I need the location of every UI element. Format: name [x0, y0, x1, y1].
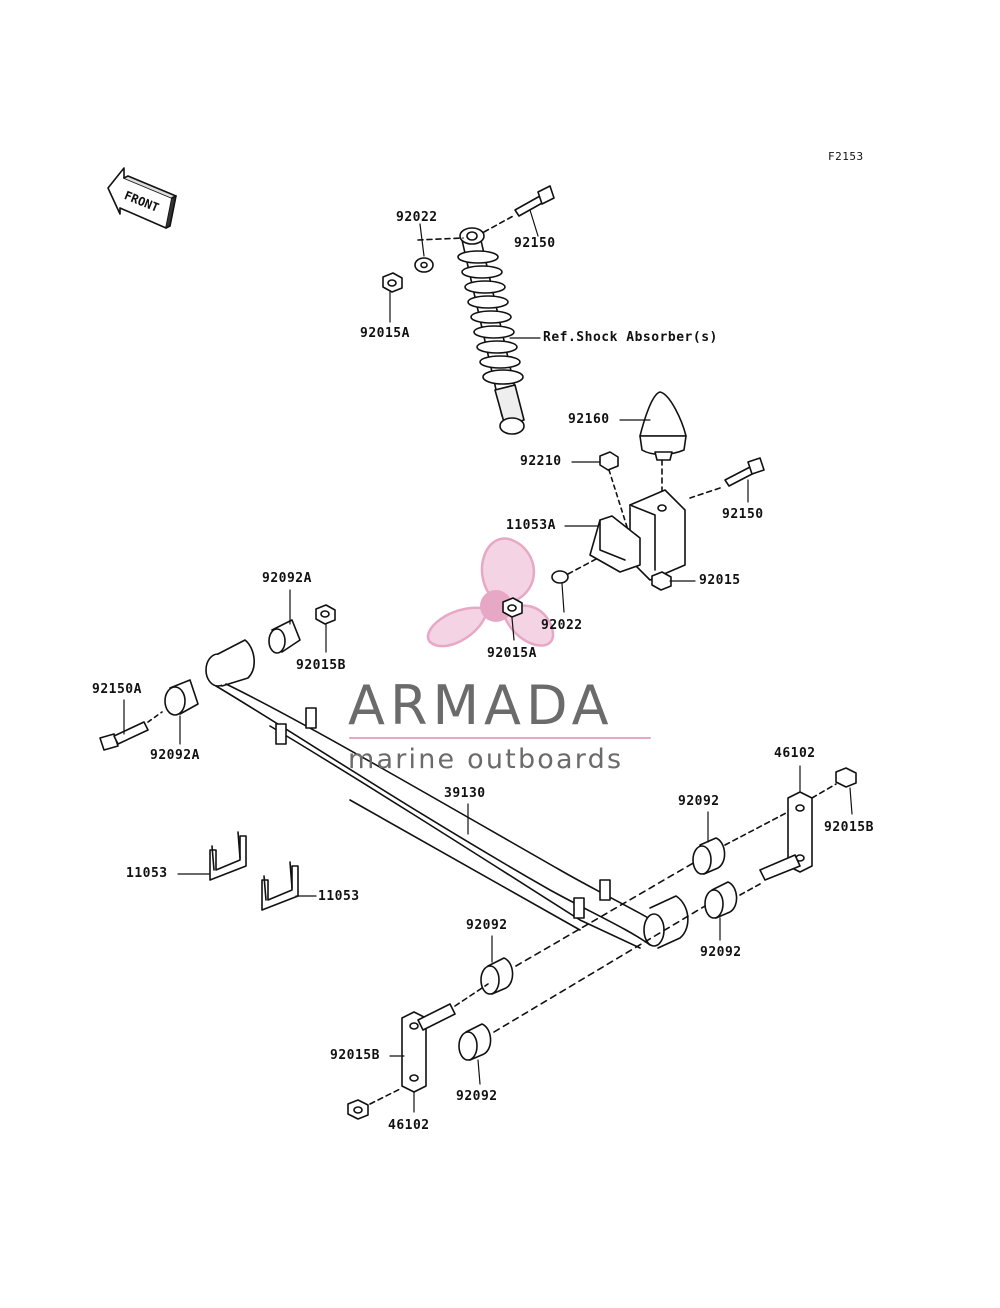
nut-92015A-top [382, 272, 403, 293]
watermark-subtitle: marine outboards [348, 744, 624, 775]
bushing-92092A-lower [164, 679, 199, 716]
callout-92092-upper-right[interactable]: 92092 [678, 794, 720, 809]
bushing-92092-lower-right [704, 881, 761, 919]
callout-92092-lower-right[interactable]: 92092 [700, 945, 742, 960]
callout-92015B-left[interactable]: 92015B [330, 1048, 380, 1063]
callout-11053A[interactable]: 11053A [506, 518, 556, 533]
callout-92015B-upper[interactable]: 92015B [296, 658, 346, 673]
nut-92015B-left [347, 1099, 369, 1120]
shackle-46102-left [369, 983, 489, 1105]
callout-92150-right[interactable]: 92150 [722, 507, 764, 522]
callout-92022-top[interactable]: 92022 [396, 210, 438, 225]
leader-lines [123, 209, 853, 1113]
bushing-92092A-upper [268, 619, 301, 654]
callout-11053-left[interactable]: 11053 [126, 866, 168, 881]
callout-92022-mid[interactable]: 92022 [541, 618, 583, 633]
callout-92150-top[interactable]: 92150 [514, 236, 556, 251]
shock-absorber [457, 227, 525, 435]
nut-92015 [651, 571, 672, 591]
ubolt-11053-right [261, 861, 299, 911]
callout-11053-right[interactable]: 11053 [318, 889, 360, 904]
bushing-92092-lower-left [458, 905, 706, 1061]
watermark-title: ARMADA [348, 674, 614, 737]
callout-39130[interactable]: 39130 [444, 786, 486, 801]
callout-92160[interactable]: 92160 [568, 412, 610, 427]
nut-92015B-upper [315, 604, 336, 625]
bolt-92150A [99, 711, 163, 751]
nut-92015B-right [811, 767, 857, 799]
callout-92092-mid-left[interactable]: 92092 [466, 918, 508, 933]
callout-92150A[interactable]: 92150A [92, 682, 142, 697]
front-arrow-icon: FRONT [107, 167, 177, 229]
callout-92015[interactable]: 92015 [699, 573, 741, 588]
callout-92092A-upper[interactable]: 92092A [262, 571, 312, 586]
mount-bracket [589, 487, 721, 581]
figure-code: F2153 [828, 150, 864, 163]
bump-stop-92160 [639, 391, 687, 509]
ubolt-11053-left [209, 831, 247, 881]
bolt-92150-top [417, 185, 555, 241]
callout-92015A-mid[interactable]: 92015A [487, 646, 537, 661]
callout-92092-lower-left[interactable]: 92092 [456, 1089, 498, 1104]
washer-92022-mid [551, 570, 569, 584]
bolt-92150-right [724, 457, 765, 487]
bushing-92092-mid-left [480, 861, 696, 995]
nut-92210 [599, 451, 629, 531]
shackle-46102-right [724, 791, 813, 881]
nut-92015A-mid [502, 597, 523, 618]
callout-92015A-top[interactable]: 92015A [360, 326, 410, 341]
callout-92015B-right[interactable]: 92015B [824, 820, 874, 835]
watermark-propeller-icon [426, 537, 555, 648]
callout-46102-right[interactable]: 46102 [774, 746, 816, 761]
callout-46102-left[interactable]: 46102 [388, 1118, 430, 1133]
callout-shock-absorber-ref[interactable]: Ref.Shock Absorber(s) [543, 330, 718, 345]
callout-92210[interactable]: 92210 [520, 454, 562, 469]
callout-92092A-lower[interactable]: 92092A [150, 748, 200, 763]
leaf-spring-39130 [205, 639, 689, 949]
bushing-92092-upper-right [692, 837, 726, 875]
